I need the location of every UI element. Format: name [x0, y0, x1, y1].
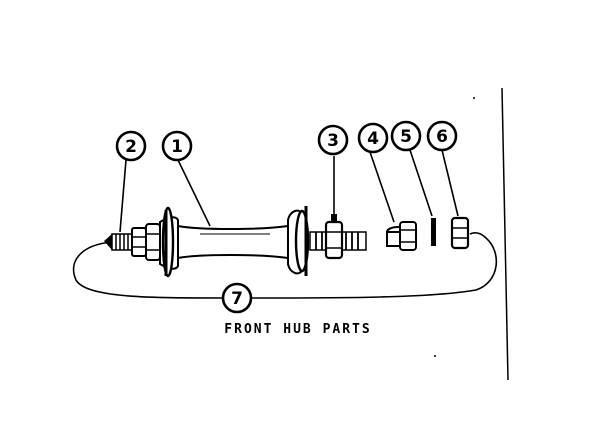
- hub-right-flange: [287, 206, 310, 276]
- callout-3-label: 3: [327, 131, 339, 151]
- callout-5-label: 5: [400, 127, 412, 147]
- callout-2: 2: [115, 130, 147, 162]
- axle-left-threaded-end: [104, 233, 133, 251]
- callout-6: 6: [426, 120, 458, 152]
- part-4-cone-washer: [386, 221, 417, 251]
- callout-5: 5: [390, 120, 422, 152]
- callout-7-label: 7: [231, 289, 243, 309]
- part-5-washer: [431, 218, 436, 246]
- left-cone-nut: [131, 223, 161, 261]
- assembly-loop-line: [72, 232, 498, 299]
- scan-border-line: [501, 87, 509, 381]
- axle-right-threaded-end: [309, 214, 367, 260]
- callout-1: 1: [161, 130, 193, 162]
- scan-speck: [473, 97, 475, 99]
- callout-6-label: 6: [436, 127, 448, 147]
- part-6-axle-nut: [450, 216, 470, 250]
- callout-3: 3: [317, 124, 349, 156]
- hub-left-flange: [159, 206, 179, 278]
- leader-lines: [119, 149, 459, 233]
- hub-barrel: [177, 224, 289, 260]
- callout-4-label: 4: [367, 129, 379, 149]
- scan-speck: [434, 355, 436, 357]
- diagram-caption: FRONT HUB PARTS: [224, 322, 372, 337]
- callout-4: 4: [357, 122, 389, 154]
- callout-1-label: 1: [171, 137, 183, 157]
- callout-7: 7: [221, 282, 253, 314]
- callout-2-label: 2: [125, 137, 137, 157]
